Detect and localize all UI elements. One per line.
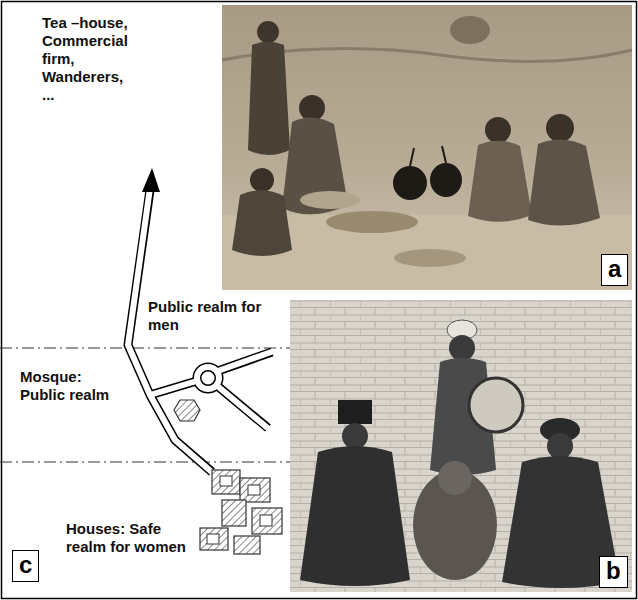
destination-note: Tea –house, Commercial firm, Wanderers, …	[42, 14, 137, 104]
realm-label: Mosque: Public realm	[20, 368, 124, 404]
panel-letter: a	[601, 254, 628, 286]
photo-a	[222, 5, 632, 290]
panel-letter: c	[12, 550, 39, 582]
street-plan	[0, 168, 290, 554]
realm-label: Houses: Safe realm for women	[66, 520, 196, 556]
panel-letter: b	[599, 556, 628, 588]
panel-letter-text: c	[19, 551, 32, 578]
panel-letter-text: a	[608, 255, 621, 282]
realm-label: Public realm for men	[148, 298, 266, 334]
photo-b	[290, 300, 632, 592]
panel-letter-text: b	[606, 557, 621, 584]
